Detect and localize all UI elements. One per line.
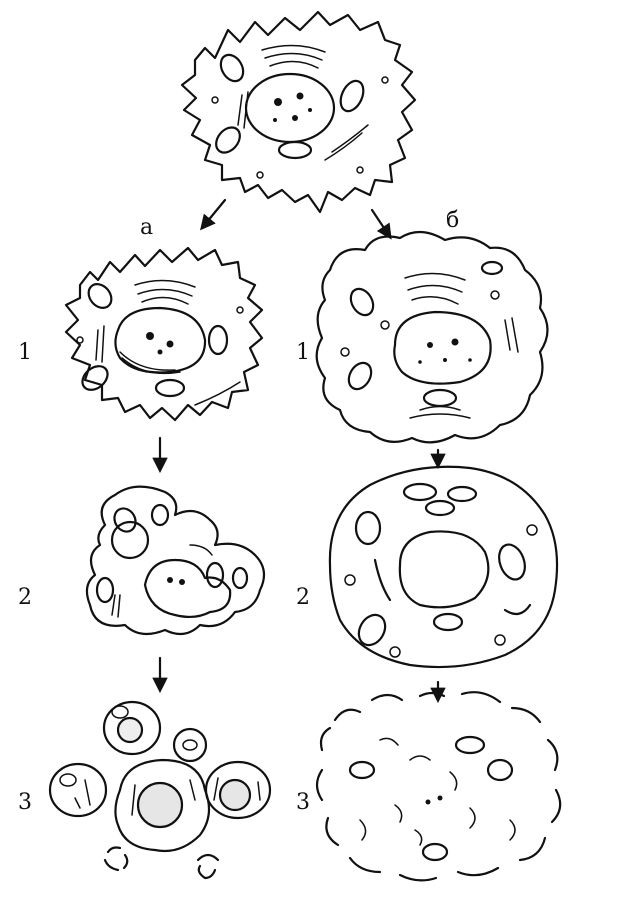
stage-label-left-1: 1 (18, 340, 32, 365)
necrosis-stage-3-debris (315, 691, 562, 882)
apoptosis-stage-1-cell (64, 246, 264, 422)
normal-cell (180, 10, 417, 214)
apoptosis-stage-2-cell (85, 485, 266, 636)
branch-label-apoptosis: а (140, 215, 154, 240)
branch-label-necrosis: б (446, 208, 460, 233)
stage-label-right-2: 2 (296, 585, 310, 610)
necrosis-stage-1-cell (315, 230, 549, 444)
stage-label-right-3: 3 (296, 790, 310, 815)
stage-label-right-1: 1 (296, 340, 310, 365)
stage-label-left-2: 2 (18, 585, 32, 610)
apoptosis-stage-3-bodies (48, 700, 272, 880)
nucleus (244, 72, 336, 144)
stage-label-left-3: 3 (18, 790, 32, 815)
necrosis-stage-2-cell (328, 465, 559, 669)
